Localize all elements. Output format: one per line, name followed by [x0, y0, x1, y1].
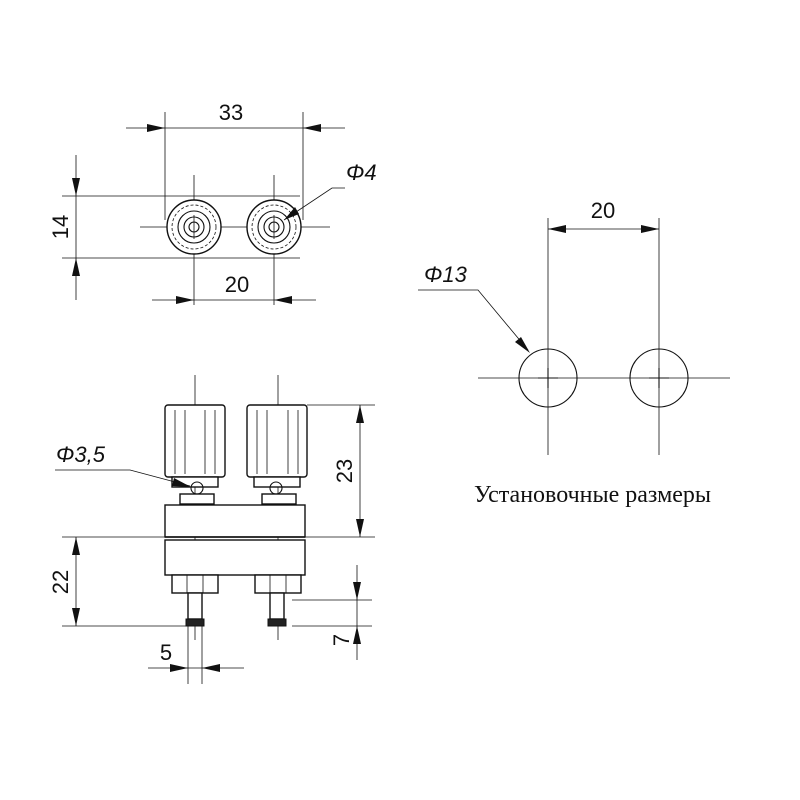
cap-left [164, 404, 226, 478]
arrow-14-top [72, 178, 80, 196]
arrow-7-top [353, 582, 361, 600]
dim-label-33: 33 [219, 100, 243, 125]
mount-hole-right [629, 348, 689, 408]
arrow-phi13 [515, 337, 530, 353]
collar-right [261, 493, 297, 505]
insulator-top [164, 504, 306, 538]
dim-label-14: 14 [48, 215, 73, 239]
pin-left [187, 592, 203, 620]
arrow-20-right [274, 296, 292, 304]
dim-label-phi13: Φ13 [424, 262, 468, 287]
insulator-bottom [164, 539, 306, 576]
cap-right [246, 404, 308, 478]
arrow-7-bottom [353, 626, 361, 644]
arrow-14-bottom [72, 258, 80, 276]
leader-phi4 [283, 187, 345, 221]
arrow-phi4 [284, 207, 299, 220]
arrow-mount-20-right [641, 225, 659, 233]
dim-label-23: 23 [332, 459, 357, 483]
mounting-caption: Установочные размеры [474, 482, 711, 508]
mounting-view: 20 Φ13 Установочные размеры [418, 198, 730, 508]
pin-right [269, 592, 285, 620]
dim-label-5: 5 [160, 640, 172, 665]
nut-left [171, 574, 219, 594]
pin-tip-right [267, 618, 287, 627]
dim-label-mount-20: 20 [591, 198, 615, 223]
leader-phi13 [418, 289, 529, 351]
nut-right [254, 574, 302, 594]
top-view: 33 14 20 [48, 100, 377, 305]
arrow-33-right [303, 124, 321, 132]
leader-phi3-5 [55, 469, 191, 487]
terminal-top-left [166, 199, 222, 255]
arrow-23-top [356, 405, 364, 423]
arrow-22-bottom [72, 608, 80, 626]
terminal-top-right [246, 199, 302, 255]
arrow-phi3-5 [172, 478, 191, 487]
dim-label-20-top: 20 [225, 272, 249, 297]
arrow-mount-20-left [548, 225, 566, 233]
side-view: 23 22 7 5 Φ3,5 [48, 375, 375, 684]
arrow-33-left [147, 124, 165, 132]
arrow-5-left [170, 664, 188, 672]
dim-label-7: 7 [329, 634, 354, 646]
pin-tip-left [185, 618, 205, 627]
dim-label-22: 22 [48, 570, 73, 594]
dim-label-phi4: Φ4 [346, 160, 377, 185]
arrow-23-bottom [356, 519, 364, 537]
arrow-5-right [202, 664, 220, 672]
arrow-22-top [72, 537, 80, 555]
collar-left [179, 493, 215, 505]
dim-label-phi3-5: Φ3,5 [56, 442, 106, 467]
mount-hole-left [518, 348, 578, 408]
arrow-20-left [176, 296, 194, 304]
